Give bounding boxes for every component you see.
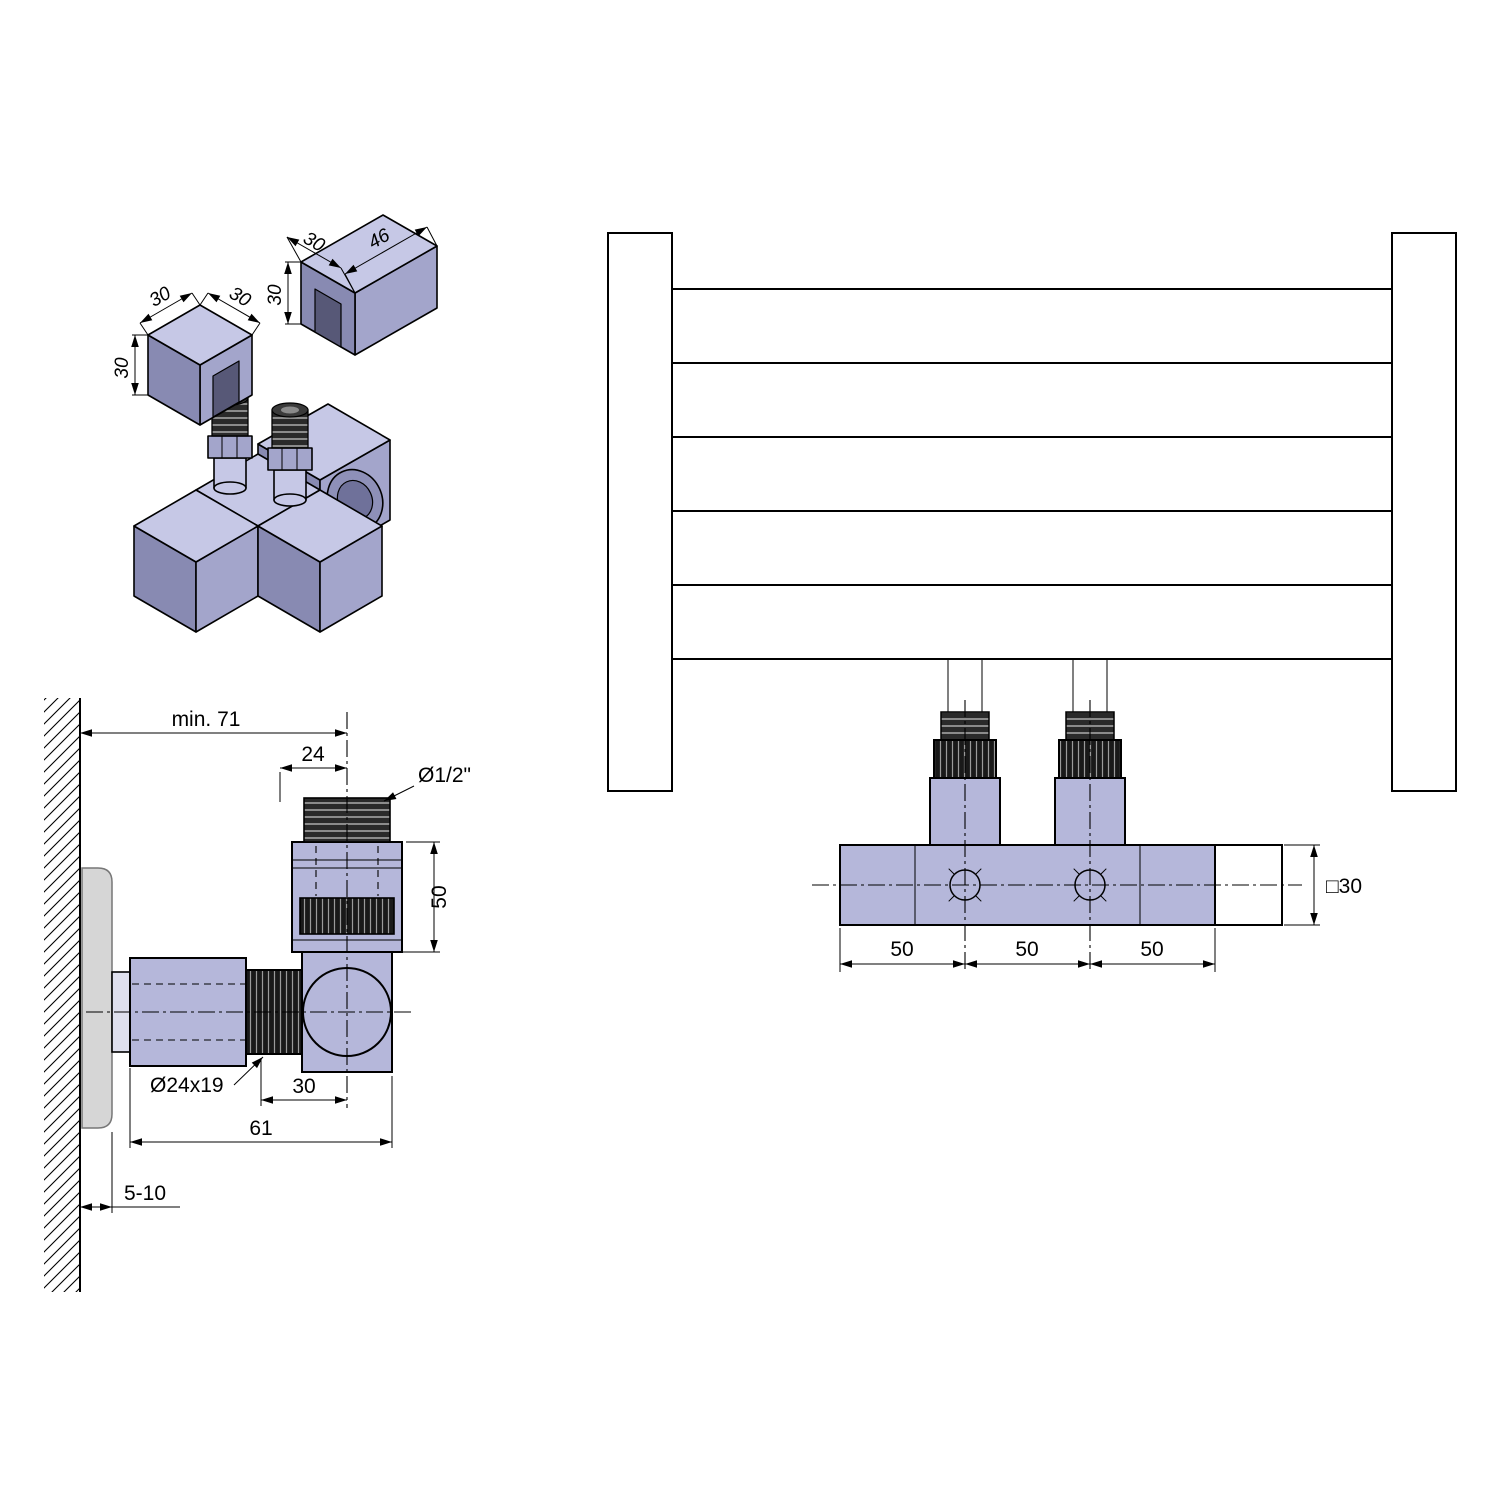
dim-top-cover-height: 30 [265,284,286,306]
towel-radiator [607,232,1457,792]
dim-thread-size: Ø1/2" [418,764,471,787]
wall-hatching [44,698,80,1292]
iso-exploded-view: 30 46 30 30 30 30 [112,214,438,633]
front-arm-top-face [257,489,383,563]
front-installation-view: □30 50 50 50 [607,232,1457,972]
dim-segment-right: 50 [1140,938,1163,961]
front-valve-assembly [812,700,1302,972]
dim-wall-to-axis: min. 71 [172,708,241,731]
port-bore [281,406,299,414]
iso-cover-left [147,304,253,426]
iso-port-right [267,402,313,507]
dim-wall-gap: 5-10 [124,1182,166,1205]
iso-valve-left-arm [133,489,259,633]
left-arm-top-face [133,489,259,563]
port-neck-base [213,481,247,495]
dim-nut-size: Ø24x19 [150,1074,224,1097]
dim-total-depth: 61 [249,1117,272,1140]
dim-left-cover-height: 30 [112,357,133,379]
cover-top-channel-opening [314,288,342,348]
dim-cover-offset: 24 [301,743,325,766]
port-nut [267,447,313,471]
dim-nut-to-axis: 30 [292,1075,315,1098]
dim-segment-center: 50 [1015,938,1038,961]
port-nut [207,435,253,459]
dim-profile-square: □30 [1326,875,1362,898]
cover-left-channel-opening [212,360,240,418]
dim-body-height: 50 [428,885,451,908]
radiator-right-rail [1391,232,1457,792]
port-neck-base [273,493,307,507]
side-section-view: min. 71 24 Ø1/2" 50 Ø24x19 30 61 [44,698,471,1292]
pipe-escutcheon [81,867,113,1129]
radiator-left-rail [607,232,673,792]
iso-valve-front-arm [257,489,383,633]
dim-segment-left: 50 [890,938,913,961]
side-dimensions: min. 71 24 Ø1/2" 50 Ø24x19 30 61 [80,708,471,1213]
front-dimensions: □30 50 50 50 [839,844,1362,972]
